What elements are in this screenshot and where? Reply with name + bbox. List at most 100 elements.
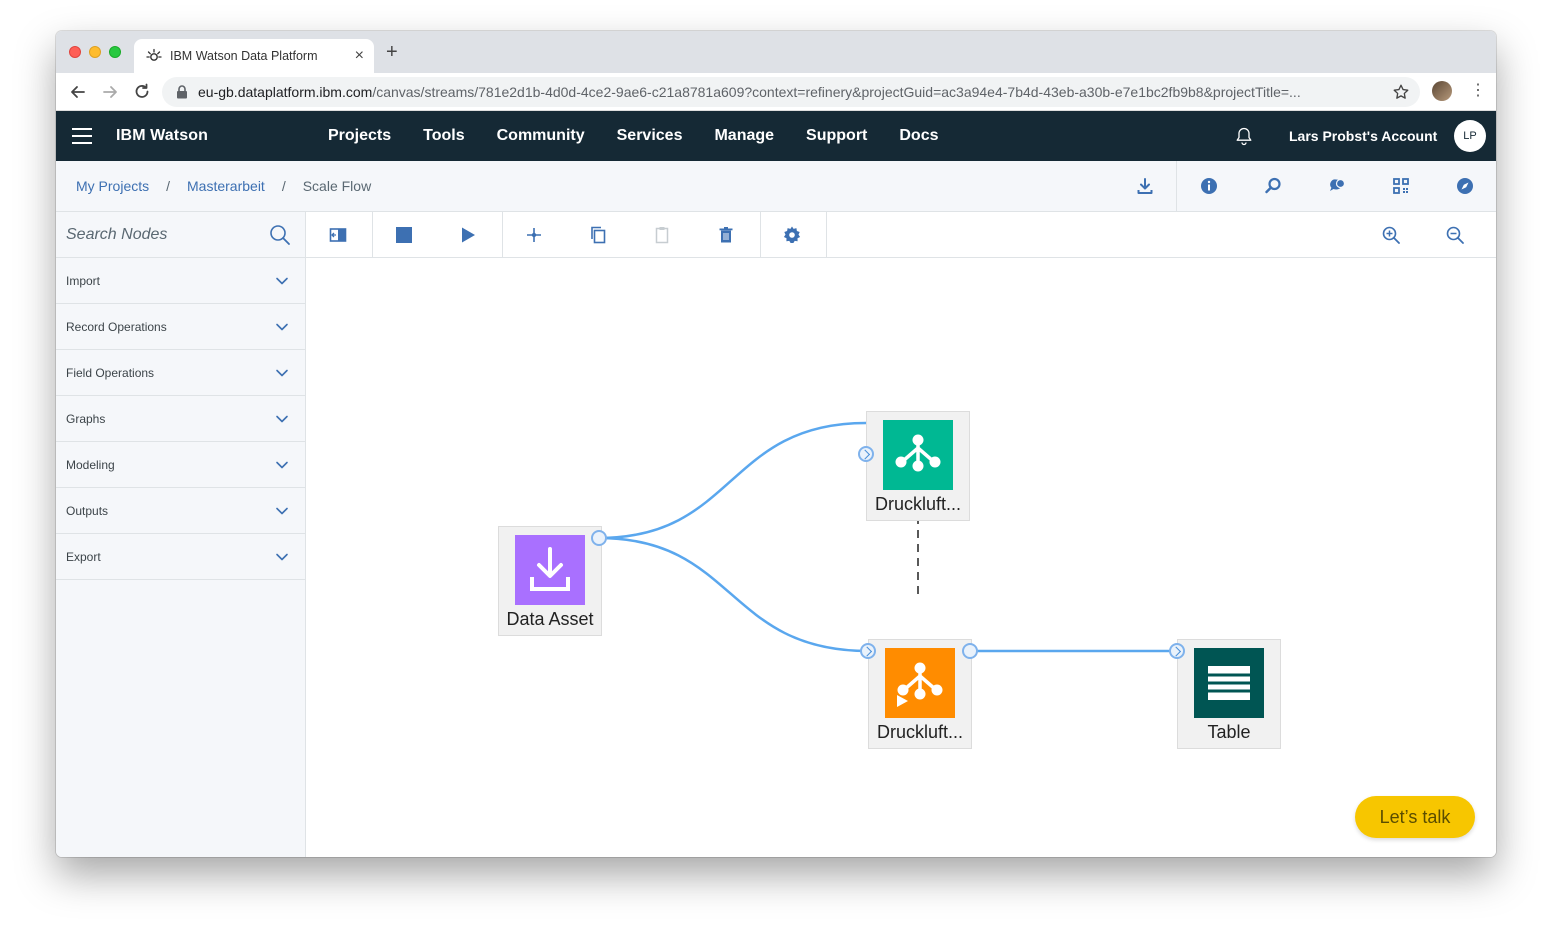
bookmark-star-icon[interactable]	[1392, 83, 1410, 101]
input-port[interactable]	[858, 446, 874, 462]
chevron-down-icon	[276, 415, 288, 423]
node-table[interactable]: Table	[1177, 639, 1281, 749]
chevron-down-icon	[276, 323, 288, 331]
palette-category-import[interactable]: Import	[56, 258, 305, 304]
zoom-out-icon[interactable]	[1445, 225, 1465, 245]
address-bar: eu-gb.dataplatform.ibm.com/canvas/stream…	[56, 73, 1496, 111]
nav-manage[interactable]: Manage	[714, 127, 775, 144]
breadcrumb-masterarbeit[interactable]: Masterarbeit	[187, 178, 265, 194]
nav-tools[interactable]: Tools	[423, 127, 465, 144]
url-path: /canvas/streams/781e2d1b-4d0d-4ce2-9ae6-…	[372, 84, 1301, 100]
minimize-window-button[interactable]	[89, 46, 101, 58]
tab-close-button[interactable]: ×	[354, 47, 364, 64]
node-links	[598, 421, 1176, 653]
hamburger-menu-icon[interactable]	[72, 128, 92, 144]
reload-icon[interactable]	[132, 82, 152, 102]
toolbar-divider	[502, 212, 503, 258]
output-port[interactable]	[962, 643, 978, 659]
zoom-in-icon[interactable]	[1381, 225, 1401, 245]
info-icon[interactable]	[1199, 176, 1219, 196]
search-icon[interactable]	[269, 224, 291, 246]
comments-icon[interactable]	[1327, 176, 1347, 196]
qr-layout-icon[interactable]	[1391, 176, 1411, 196]
node-label: Table	[1207, 722, 1251, 742]
download-icon	[515, 535, 585, 605]
palette-category-outputs[interactable]: Outputs	[56, 488, 305, 534]
url-host: eu-gb.dataplatform.ibm.com	[198, 84, 373, 100]
url-text: eu-gb.dataplatform.ibm.com/canvas/stream…	[198, 84, 1373, 100]
url-field[interactable]: eu-gb.dataplatform.ibm.com/canvas/stream…	[162, 77, 1420, 107]
tab-title: IBM Watson Data Platform	[170, 49, 318, 63]
category-label: Record Operations	[66, 320, 167, 334]
nav-support[interactable]: Support	[806, 127, 868, 144]
search-nodes-input[interactable]	[56, 212, 306, 258]
nav-projects[interactable]: Projects	[328, 127, 392, 144]
user-avatar[interactable]: LP	[1454, 120, 1486, 152]
find-icon[interactable]	[1263, 176, 1283, 196]
copy-icon[interactable]	[588, 225, 608, 245]
forward-arrow-icon[interactable]	[100, 82, 120, 102]
browser-tab-active[interactable]: IBM Watson Data Platform ×	[134, 39, 374, 73]
node-label: Druckluft...	[874, 494, 962, 514]
category-label: Modeling	[66, 458, 115, 472]
flow-canvas[interactable]: Data Asset Druckluft... Druckluft...	[306, 258, 1496, 857]
compass-icon[interactable]	[1455, 176, 1475, 196]
trash-icon[interactable]	[716, 225, 736, 245]
breadcrumb: My Projects / Masterarbeit / Scale Flow	[76, 178, 371, 194]
back-arrow-icon[interactable]	[68, 82, 88, 102]
maximize-window-button[interactable]	[109, 46, 121, 58]
close-window-button[interactable]	[69, 46, 81, 58]
toggle-palette-icon[interactable]	[328, 225, 348, 245]
palette-category-graphs[interactable]: Graphs	[56, 396, 305, 442]
toolbar-divider	[826, 212, 827, 258]
breadcrumb-bar: My Projects / Masterarbeit / Scale Flow	[56, 161, 1496, 212]
node-druckluft-modeling[interactable]: Druckluft...	[866, 411, 970, 521]
add-node-icon[interactable]	[524, 225, 544, 245]
chevron-down-icon	[276, 277, 288, 285]
palette-category-modeling[interactable]: Modeling	[56, 442, 305, 488]
table-icon	[1194, 648, 1264, 718]
nav-community[interactable]: Community	[496, 127, 585, 144]
input-port[interactable]	[1169, 643, 1185, 659]
category-label: Export	[66, 550, 101, 564]
model-nugget-icon	[885, 648, 955, 718]
search-nodes-box	[56, 212, 306, 258]
settings-gear-icon[interactable]	[782, 225, 802, 245]
lock-icon	[177, 85, 187, 99]
node-druckluft-nugget[interactable]: Druckluft...	[868, 639, 972, 749]
stop-icon[interactable]	[394, 225, 414, 245]
category-label: Import	[66, 274, 101, 288]
browser-profile-avatar[interactable]	[1432, 81, 1452, 101]
run-play-icon[interactable]	[458, 225, 478, 245]
chevron-down-icon	[276, 369, 288, 377]
palette-category-record-operations[interactable]: Record Operations	[56, 304, 305, 350]
notification-bell-icon[interactable]	[1234, 126, 1254, 146]
breadcrumb-toolbar-divider	[1176, 161, 1177, 212]
brand-logo[interactable]: IBM Watson	[116, 127, 208, 144]
browser-menu-button[interactable]: ⋮	[1470, 82, 1486, 99]
lets-talk-button[interactable]: Let’s talk	[1355, 796, 1475, 838]
input-port[interactable]	[860, 643, 876, 659]
node-data-asset[interactable]: Data Asset	[498, 526, 602, 636]
new-tab-button[interactable]: +	[386, 41, 398, 63]
watson-favicon-icon	[146, 48, 162, 61]
output-port[interactable]	[591, 530, 607, 546]
top-navigation: Projects Tools Community Services Manage…	[312, 111, 955, 161]
download-icon[interactable]	[1135, 176, 1155, 196]
app-header: IBM Watson Projects Tools Community Serv…	[56, 111, 1496, 161]
paste-icon[interactable]	[652, 225, 672, 245]
category-label: Outputs	[66, 504, 109, 518]
breadcrumb-separator: /	[166, 178, 171, 194]
toolbar-divider	[372, 212, 373, 258]
account-name[interactable]: Lars Probst's Account	[1289, 128, 1438, 144]
breadcrumb-my-projects[interactable]: My Projects	[76, 178, 150, 194]
node-label: Druckluft...	[876, 722, 964, 742]
nav-docs[interactable]: Docs	[899, 127, 939, 144]
link-data-asset-to-druckluft-top	[598, 421, 867, 540]
palette-category-export[interactable]: Export	[56, 534, 305, 580]
palette-category-field-operations[interactable]: Field Operations	[56, 350, 305, 396]
tree-model-icon	[883, 420, 953, 490]
chevron-down-icon	[276, 553, 288, 561]
breadcrumb-separator: /	[281, 178, 286, 194]
nav-services[interactable]: Services	[616, 127, 683, 144]
